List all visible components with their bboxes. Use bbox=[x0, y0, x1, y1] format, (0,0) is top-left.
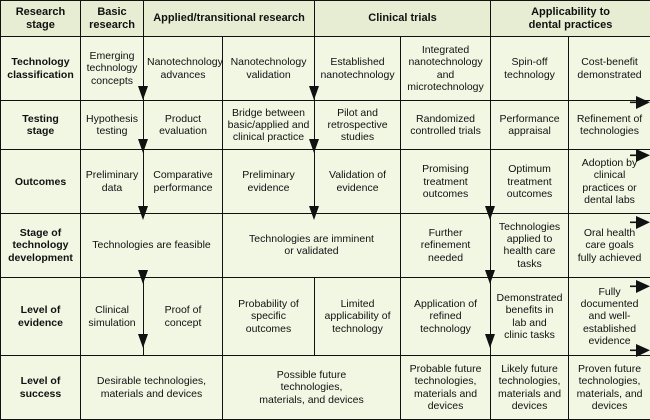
cell-r3-c0: Technologies are feasible bbox=[80, 213, 223, 278]
header-group-1: Applied/transitional research bbox=[142, 0, 316, 38]
header-group-2: Clinical trials bbox=[314, 0, 492, 38]
row-label-2: Outcomes bbox=[0, 149, 81, 215]
cell-r5-c0: Desirable technologies,materials and dev… bbox=[80, 355, 223, 420]
